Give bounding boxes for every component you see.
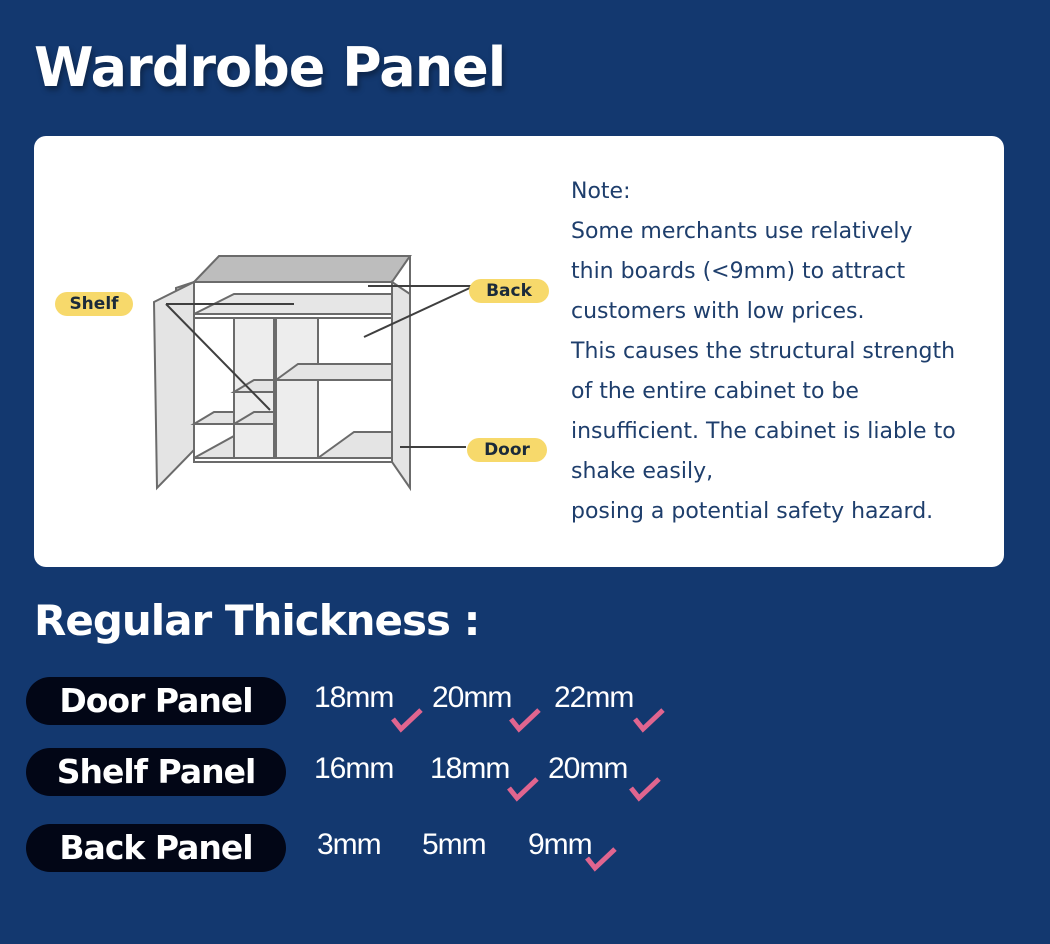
option-value: 18mm	[314, 681, 394, 714]
wardrobe-illustration-icon	[152, 255, 475, 492]
page-title: Wardrobe Panel	[34, 36, 506, 99]
option-value: 18mm	[430, 752, 510, 785]
note-heading: Note:	[571, 179, 631, 204]
note-line: thin boards (<9mm) to attract	[571, 259, 906, 284]
note-line: posing a potential safety hazard.	[571, 499, 934, 524]
checkmark-icon	[585, 847, 617, 872]
note-line: of the entire cabinet to be	[571, 379, 859, 404]
option-value: 20mm	[432, 681, 512, 714]
option-value: 3mm	[317, 828, 382, 861]
tag-back: Back	[469, 279, 549, 303]
checkmark-icon	[629, 777, 661, 802]
note-text: Note: Some merchants use relatively thin…	[571, 172, 1001, 532]
note-line: Some merchants use relatively	[571, 219, 913, 244]
tag-door: Door	[467, 438, 547, 462]
checkmark-icon	[391, 708, 423, 733]
option-value: 9mm	[528, 828, 593, 861]
panel-label-door: Door Panel	[26, 677, 286, 725]
checkmark-icon	[509, 708, 541, 733]
note-line: shake easily,	[571, 459, 714, 484]
tag-shelf: Shelf	[55, 292, 133, 316]
checkmark-icon	[507, 777, 539, 802]
option-value: 5mm	[422, 828, 487, 861]
note-line: insufficient. The cabinet is liable to	[571, 419, 956, 444]
checkmark-icon	[633, 708, 665, 733]
panel-label-back: Back Panel	[26, 824, 286, 872]
panel-label-shelf: Shelf Panel	[26, 748, 286, 796]
section-title: Regular Thickness :	[34, 596, 480, 645]
wardrobe-diagram: Shelf Back Door	[54, 236, 574, 506]
option-value: 16mm	[314, 752, 394, 785]
option-value: 22mm	[554, 681, 634, 714]
option-value: 20mm	[548, 752, 628, 785]
info-card: Shelf Back Door Note: Some merchants use…	[34, 136, 1004, 567]
note-line: This causes the structural strength	[571, 339, 956, 364]
note-line: customers with low prices.	[571, 299, 865, 324]
